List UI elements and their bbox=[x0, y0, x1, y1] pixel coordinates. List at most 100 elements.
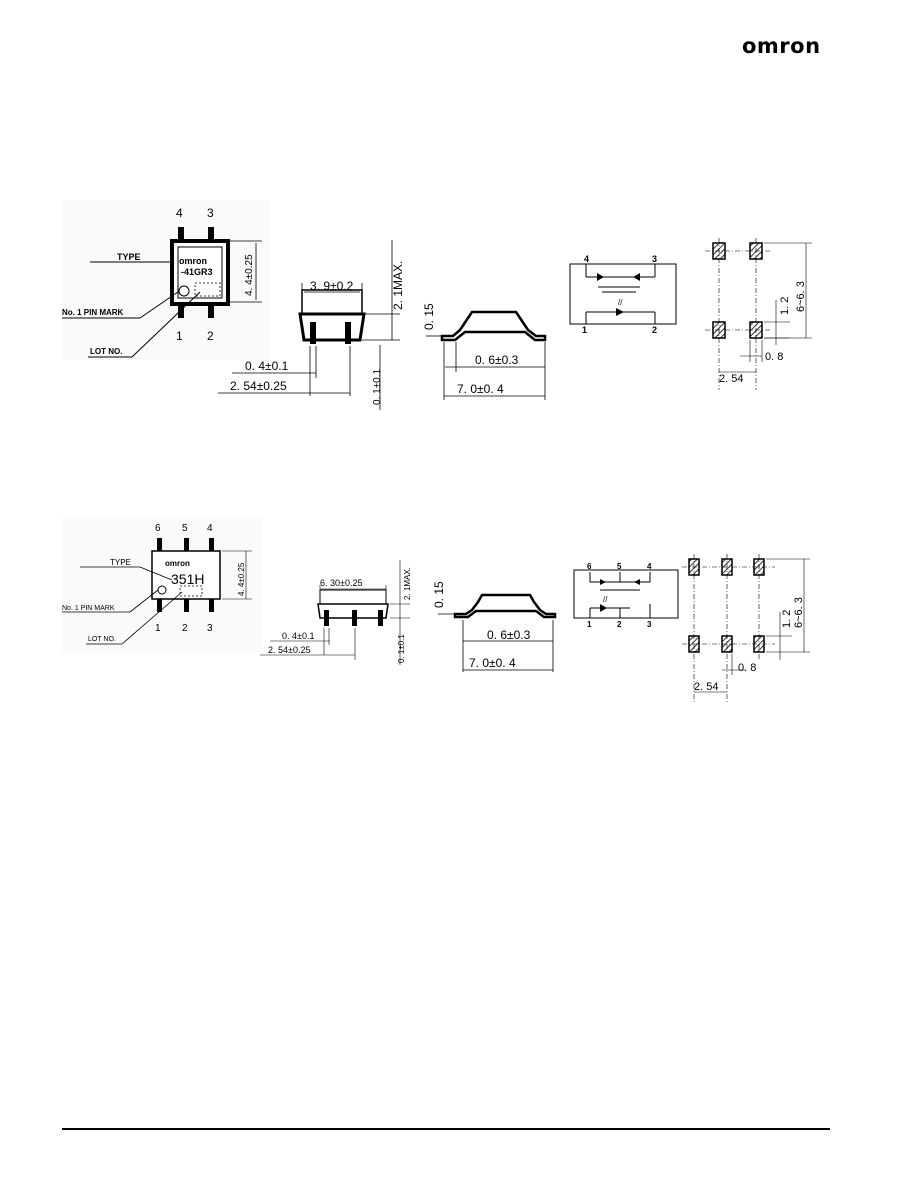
callout-line bbox=[121, 591, 183, 645]
pin-label: 4 bbox=[176, 206, 183, 220]
pin-lead bbox=[352, 610, 357, 626]
omron-logo: omron bbox=[742, 34, 821, 58]
pin-lead bbox=[157, 598, 162, 612]
dim-pitch: 2. 54±0.25 bbox=[268, 645, 310, 655]
diode-icon bbox=[634, 579, 640, 585]
circuit-outline bbox=[573, 569, 679, 619]
dim-pad-width: 0. 8 bbox=[738, 662, 756, 674]
led-icon bbox=[616, 308, 624, 316]
dim-max-height: 2. 1MAX. bbox=[391, 261, 405, 310]
callout-type: TYPE bbox=[110, 558, 131, 567]
pin-lead bbox=[157, 538, 162, 552]
dim-lead-length: 0. 6±0.3 bbox=[487, 628, 531, 642]
pin-lead bbox=[184, 538, 189, 552]
callout-pin1: No. 1 PIN MARK bbox=[62, 605, 115, 612]
pin-lead bbox=[184, 598, 189, 612]
dim-span: 7. 0±0. 4 bbox=[457, 382, 504, 396]
pin-lead bbox=[345, 322, 351, 344]
diode-icon bbox=[600, 579, 606, 585]
package-inner-outline bbox=[177, 246, 223, 299]
callout-type: TYPE bbox=[117, 252, 141, 262]
package-4pin-front-view: 0. 15 0. 6±0.3 7. 0±0. 4 bbox=[422, 303, 547, 400]
pin-label: 1 bbox=[176, 329, 183, 343]
dim-height: 4. 4±0.25 bbox=[237, 562, 246, 596]
dim-lead-length: 0. 6±0.3 bbox=[475, 353, 519, 367]
dim-pad-width: 0. 8 bbox=[765, 351, 783, 363]
chip-logo: omron bbox=[179, 256, 207, 266]
chip-marking: 351H bbox=[171, 571, 204, 587]
package-side-top bbox=[319, 589, 387, 606]
footprint-4pin: 6~6. 3 1. 2 0. 8 2. 54 bbox=[705, 238, 812, 390]
pin-label: 5 bbox=[182, 523, 188, 534]
package-4pin-top-view: 4 3 omron -41GR3 1 2 TYPE No. 1 PIN MARK… bbox=[62, 206, 262, 358]
callout-pin1: No. 1 PIN MARK bbox=[62, 308, 124, 317]
pin-label: 2 bbox=[182, 623, 188, 634]
package-profile bbox=[440, 310, 547, 342]
pin-label: 2 bbox=[207, 329, 214, 343]
chip-marking: -41GR3 bbox=[181, 267, 213, 277]
dim-lead-thickness: 0. 15 bbox=[422, 303, 436, 330]
lot-box bbox=[194, 282, 221, 297]
package-profile bbox=[453, 593, 557, 619]
callout-line bbox=[129, 589, 159, 613]
circuit-pin-label: 4 bbox=[647, 562, 652, 571]
circuit-pin-label: 1 bbox=[582, 325, 587, 335]
dim-standoff: 0. 1±0.1 bbox=[397, 634, 406, 663]
pin-lead bbox=[310, 322, 316, 344]
package-4pin-side-view: 3. 9±0.2 2. 1MAX. 0. 1±0.1 0. 4±0.1 2. 5… bbox=[218, 240, 405, 410]
diode-icon bbox=[597, 273, 604, 281]
pin-lead bbox=[178, 227, 184, 243]
light-arrows: // bbox=[603, 595, 608, 604]
dim-length: 3. 9±0.2 bbox=[310, 279, 354, 293]
callout-lot: LOT NO. bbox=[88, 636, 116, 643]
light-arrows: // bbox=[618, 298, 623, 307]
pin-lead bbox=[209, 538, 214, 552]
circuit-pin-label: 6 bbox=[587, 562, 592, 571]
pin-label: 6 bbox=[155, 523, 161, 534]
diode-icon bbox=[633, 273, 640, 281]
pin-lead bbox=[208, 227, 214, 243]
pin-label: 3 bbox=[207, 623, 213, 634]
circuit-pin-label: 1 bbox=[587, 620, 592, 629]
dim-pad-gap: 1. 2 bbox=[781, 610, 793, 628]
pin1-mark bbox=[178, 285, 190, 297]
circuit-pin-label: 3 bbox=[652, 254, 657, 264]
pin-label: 1 bbox=[155, 623, 161, 634]
circuit-6pin: 6 5 4 // 1 2 3 bbox=[573, 562, 679, 629]
pin-lead bbox=[324, 610, 329, 626]
dim-row-span: 6~6. 3 bbox=[793, 597, 805, 628]
chip-logo: omron bbox=[165, 559, 190, 568]
dim-pad-gap: 1. 2 bbox=[779, 297, 791, 315]
circuit-pin-label: 3 bbox=[647, 620, 652, 629]
package-side-top bbox=[301, 289, 363, 316]
footprint-6pin: 6~6. 3 1. 2 0. 8 2. 54 bbox=[682, 554, 810, 704]
dim-max-height: 2. 1MAX. bbox=[403, 567, 412, 600]
dim-height: 4. 4±0.25 bbox=[244, 254, 255, 296]
pin-lead bbox=[378, 610, 383, 626]
package-side-body bbox=[298, 312, 366, 342]
pin-label: 3 bbox=[207, 206, 214, 220]
pin-lead bbox=[209, 598, 214, 612]
led-icon bbox=[600, 604, 607, 612]
circuit-pin-label: 2 bbox=[652, 325, 657, 335]
dim-lead-width: 0. 4±0.1 bbox=[282, 631, 314, 641]
package-6pin-side-view: 6. 30±0.25 2. 1MAX. 0. 1±0.1 0. 4±0.1 2.… bbox=[260, 560, 412, 665]
dim-span: 7. 0±0. 4 bbox=[469, 656, 516, 670]
pin-lead bbox=[208, 302, 214, 318]
dim-standoff: 0. 1±0.1 bbox=[372, 368, 383, 405]
dim-pad-pitch: 2. 54 bbox=[719, 373, 743, 385]
dim-lead-width: 0. 4±0.1 bbox=[245, 359, 289, 373]
callout-line bbox=[131, 291, 201, 358]
circuit-pin-label: 2 bbox=[617, 620, 622, 629]
package-6pin-front-view: 0. 15 0. 6±0.3 7. 0±0. 4 bbox=[432, 581, 557, 672]
dim-lead-thickness: 0. 15 bbox=[432, 581, 446, 608]
circuit-pin-label: 4 bbox=[584, 254, 589, 264]
callout-lot: LOT NO. bbox=[90, 347, 122, 356]
scan-area bbox=[62, 200, 270, 360]
circuit-4pin: 4 3 // 1 2 bbox=[569, 254, 677, 335]
dim-pad-pitch: 2. 54 bbox=[694, 681, 718, 693]
circuit-outline bbox=[569, 263, 677, 325]
callout-line bbox=[139, 291, 179, 319]
pin-label: 4 bbox=[207, 523, 213, 534]
